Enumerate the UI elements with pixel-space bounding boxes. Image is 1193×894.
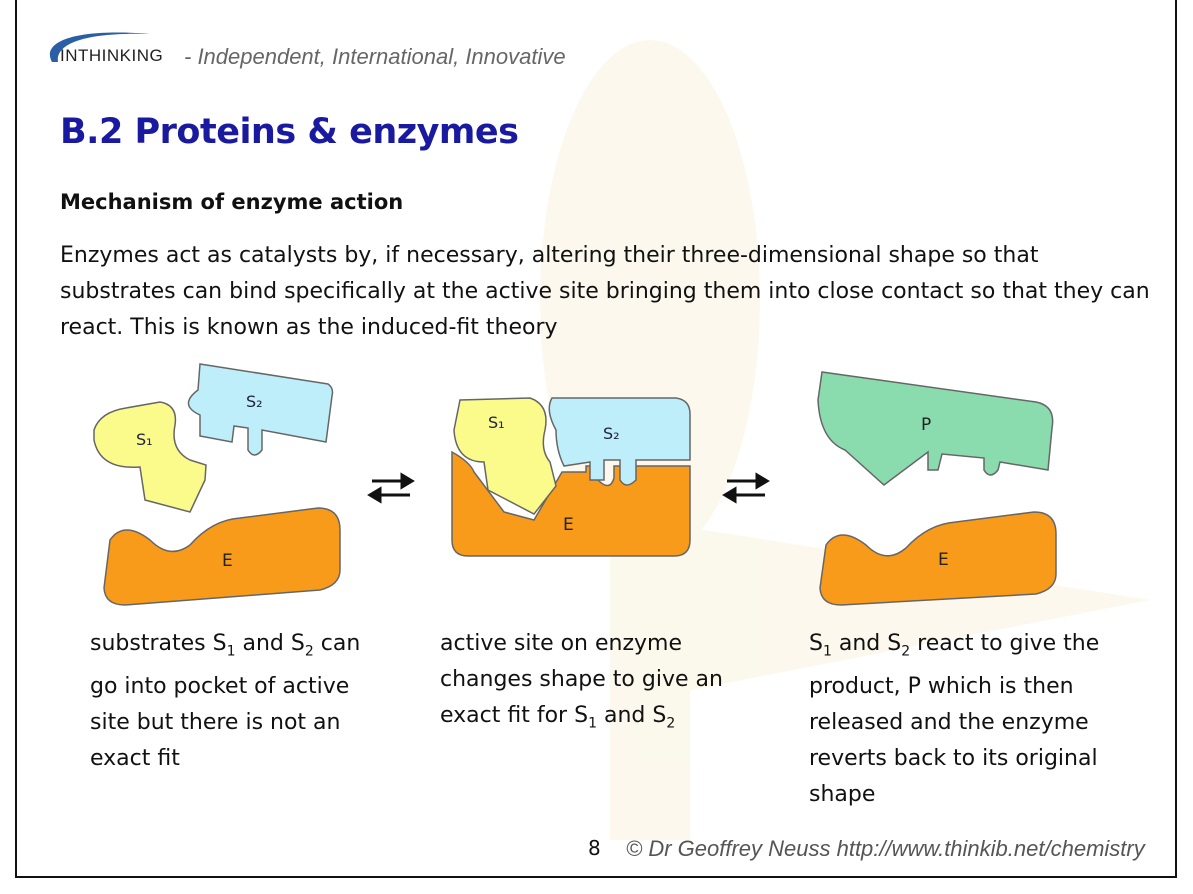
logo-swoosh-icon <box>49 32 150 62</box>
diagram-unbound <box>93 363 341 606</box>
product-shape <box>817 371 1054 486</box>
logo: INTHINKING <box>60 46 164 65</box>
substrate-2-shape-bound <box>548 397 691 486</box>
caption-product: S1 and S2 react to give the product, P w… <box>809 631 1100 808</box>
page-number: 8 <box>588 836 601 860</box>
s1-label-left: S₁ <box>136 430 153 449</box>
equilibrium-arrow-icon <box>367 472 770 504</box>
e-label-right: E <box>938 550 949 570</box>
enzyme-shape <box>103 507 341 606</box>
e-label-left: E <box>222 551 233 571</box>
diagram-product <box>817 371 1057 606</box>
credit-text: © Dr Geoffrey Neuss http://www.thinkib.n… <box>626 836 1145 861</box>
s1-label-mid: S₁ <box>488 413 505 432</box>
p-label: P <box>921 415 931 435</box>
enzyme-shape-right <box>819 511 1057 606</box>
s2-label-mid: S₂ <box>603 424 620 443</box>
body-text: Enzymes act as catalysts by, if necessar… <box>60 243 1150 340</box>
section-subtitle: Mechanism of enzyme action <box>60 190 404 214</box>
page-title: B.2 Proteins & enzymes <box>60 112 519 152</box>
s2-label-left: S₂ <box>246 392 263 411</box>
slide-frame <box>15 0 1177 878</box>
diagram-bound <box>451 397 691 557</box>
caption-unbound: substrates S1 and S2 can go into pocket … <box>90 631 361 772</box>
caption-bound: active site on enzyme changes shape to g… <box>440 631 723 732</box>
tagline: - Independent, International, Innovative <box>184 44 566 69</box>
substrate-1-shape-bound <box>453 397 557 515</box>
e-label-mid: E <box>563 515 574 535</box>
substrate-2-shape <box>187 363 334 456</box>
substrate-1-shape <box>93 401 207 513</box>
